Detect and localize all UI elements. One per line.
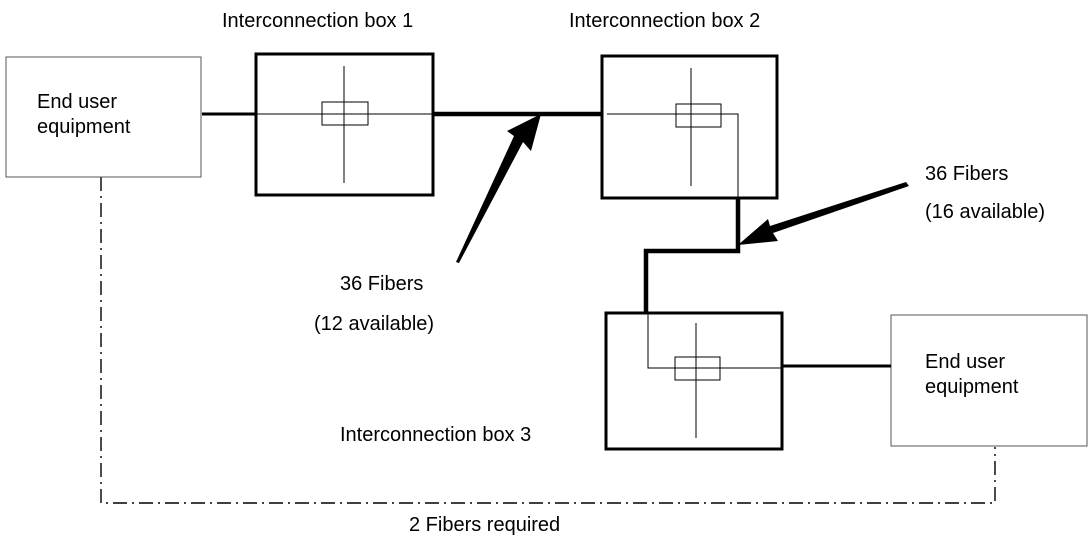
interconnection-box-2	[600, 54, 779, 200]
interconnection-box-3	[604, 311, 784, 451]
callout-pointer-16-available	[738, 182, 909, 245]
cable-b-availability: (16 available)	[925, 201, 1045, 223]
interconnection-box-3-label: Interconnection box 3	[340, 424, 531, 446]
end-user-equipment-left	[5, 56, 202, 178]
end-user-equipment-right-label-1: End user	[925, 351, 1005, 373]
interconnection-box-2-label: Interconnection box 2	[569, 10, 760, 32]
interconnection-box-1-label: Interconnection box 1	[222, 10, 413, 32]
cable-a-availability: (12 available)	[314, 313, 434, 335]
end-user-equipment-left-label-2: equipment	[37, 116, 131, 138]
cable-a-fiber-count: 36 Fibers	[340, 273, 423, 295]
cable-b-fiber-count: 36 Fibers	[925, 163, 1008, 185]
cable-box-2-to-box-3	[643, 198, 741, 313]
end-user-equipment-left-label-1: End user	[37, 91, 117, 113]
fibers-required-label: 2 Fibers required	[409, 514, 560, 536]
required-fiber-path	[100, 177, 996, 504]
end-user-equipment-right	[890, 314, 1088, 447]
interconnection-box-1	[254, 52, 435, 197]
end-user-equipment-right-label-2: equipment	[925, 376, 1019, 398]
callout-pointer-12-available	[456, 114, 541, 263]
